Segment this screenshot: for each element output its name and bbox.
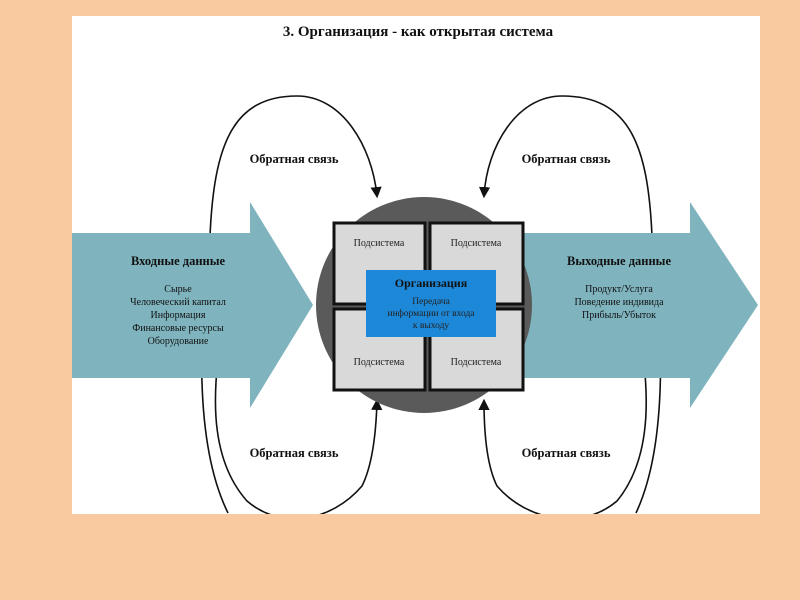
output-heading: Выходные данные [567,254,671,268]
input-item: Информация [151,310,206,321]
organization-desc-2: информации от входа [387,308,475,319]
input-item: Финансовые ресурсы [132,323,224,334]
input-item: Оборудование [148,336,209,347]
organization-box [366,270,496,337]
feedback-arc-top-left [200,95,382,514]
input-heading: Входные данные [131,254,226,268]
feedback-label-bottom-right: Обратная связь [522,446,611,460]
slide: 3. Организация - как открытая система По… [72,16,760,514]
output-item: Поведение индивида [574,297,664,308]
subsystem-label-bottom-right: Подсистема [451,357,502,368]
feedback-arc-top-right [478,95,662,514]
open-system-diagram: 3. Организация - как открытая система По… [72,24,758,514]
organization-title: Организация [395,276,468,290]
output-item: Продукт/Услуга [585,284,653,295]
organization-desc-3: к выходу [413,321,450,331]
input-arrow [72,202,313,408]
feedback-arc-bottom-left [218,376,377,513]
feedback-arc-bottom-right-line [478,315,648,514]
input-item: Человеческий капитал [130,297,226,308]
feedback-arc-bottom-left-line [214,315,383,514]
feedback-label-top-left: Обратная связь [250,152,339,166]
diagram-title: 3. Организация - как открытая система [283,24,554,40]
subsystem-label-top-left: Подсистема [354,238,405,249]
feedback-label-bottom-left: Обратная связь [250,446,339,460]
feedback-label-top-right: Обратная связь [522,152,611,166]
input-item: Сырье [164,284,192,295]
subsystem-label-top-right: Подсистема [451,238,502,249]
output-item: Прибыль/Убыток [582,310,656,321]
subsystem-label-bottom-left: Подсистема [354,357,405,368]
organization-desc-1: Передача [412,297,450,307]
output-arrow [522,202,758,408]
